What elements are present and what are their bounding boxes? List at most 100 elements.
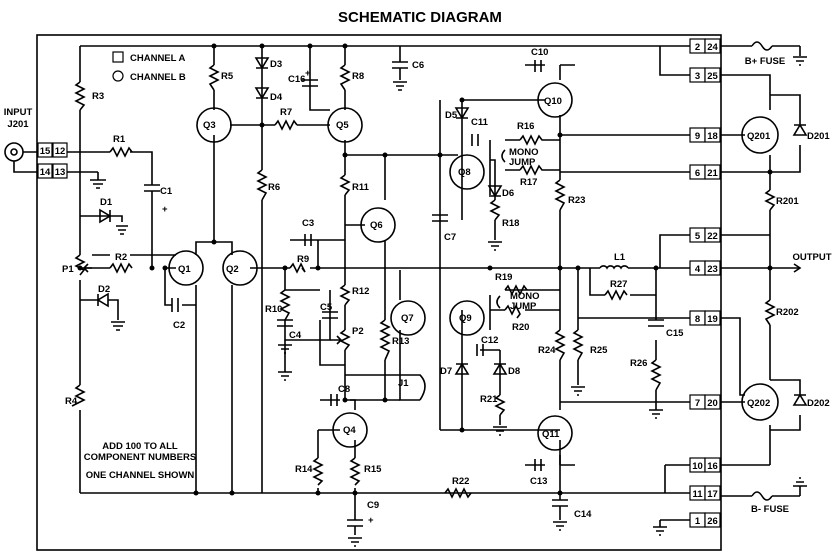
label-p2: P2 — [352, 326, 364, 337]
r25-resistor — [572, 329, 584, 361]
d2-diode-icon — [96, 292, 109, 308]
label-d3: D3 — [270, 59, 282, 70]
page-title: SCHEMATIC DIAGRAM — [338, 9, 502, 26]
label-c9-plus: + — [368, 515, 374, 526]
c6-capacitor — [392, 46, 408, 80]
note-line-2: COMPONENT NUMBERS — [84, 452, 196, 463]
input-terminal-1a: 15 — [40, 146, 51, 157]
terminal-5-a: 5 — [695, 231, 701, 242]
input-terminals: 15 12 14 13 — [37, 142, 68, 179]
terminal-4-b: 21 — [707, 168, 718, 179]
r11-resistor — [339, 174, 351, 196]
label-c6: C6 — [412, 60, 424, 71]
label-q11: Q11 — [542, 429, 560, 440]
terminal-7-a: 8 — [695, 314, 700, 325]
r13-resistor — [379, 319, 391, 361]
label-d7: D7 — [440, 366, 452, 377]
c4-capacitor — [277, 319, 293, 327]
terminal-box — [704, 164, 721, 180]
label-r25: R25 — [590, 345, 608, 356]
d7-diode-icon — [454, 362, 470, 375]
q7-transistor-icon — [390, 300, 426, 336]
input-jack-icon — [4, 142, 38, 173]
label-r8: R8 — [352, 71, 364, 82]
q4-transistor-icon — [332, 412, 368, 448]
r19-resistor — [504, 284, 528, 296]
label-r6: R6 — [268, 182, 280, 193]
label-c7: C7 — [444, 232, 456, 243]
capacitors — [144, 46, 664, 535]
terminal-10-b: 17 — [707, 489, 718, 500]
label-c12: C12 — [481, 335, 498, 346]
r18-resistor — [489, 199, 501, 221]
terminal-10-a: 11 — [692, 489, 703, 500]
c10-capacitor — [534, 60, 542, 72]
label-d202: D202 — [807, 398, 830, 409]
c1-capacitor — [144, 184, 160, 205]
terminal-7-b: 19 — [707, 314, 718, 325]
r201-resistor — [764, 189, 776, 211]
r20-resistor — [504, 304, 521, 319]
label-r16: R16 — [517, 121, 534, 132]
label-r19: R19 — [495, 272, 512, 283]
channel-a-square-icon — [112, 51, 124, 63]
label-q201: Q201 — [747, 131, 771, 142]
terminal-4-a: 6 — [695, 168, 700, 179]
label-r4: R4 — [65, 396, 78, 407]
r27-resistor — [604, 289, 628, 301]
label-r7: R7 — [280, 107, 292, 118]
label-r12: R12 — [352, 286, 369, 297]
label-q6: Q6 — [370, 220, 383, 231]
bminus-fuse-icon — [721, 491, 800, 501]
label-j1: J1 — [398, 378, 409, 389]
terminal-box — [704, 310, 721, 326]
note-line-1: ADD 100 TO ALL — [102, 441, 178, 452]
terminal-box — [704, 485, 721, 501]
input-jack-label: J201 — [7, 119, 29, 130]
q5-transistor-icon — [327, 107, 363, 143]
r23-resistor — [554, 179, 566, 211]
terminal-8-a: 7 — [695, 398, 700, 409]
q10-transistor-icon — [537, 82, 573, 118]
terminal-box — [704, 394, 721, 410]
terminal-box — [704, 512, 721, 528]
ground-symbols — [90, 56, 807, 547]
label-r23: R23 — [568, 195, 585, 206]
c5-capacitor — [322, 311, 338, 319]
r8-resistor — [339, 64, 351, 91]
q201-transistor-icon — [741, 116, 779, 154]
d6-diode-icon — [487, 185, 503, 198]
label-mono-jump-3: MONO — [510, 291, 540, 302]
label-c5: C5 — [320, 302, 333, 313]
r24-resistor — [554, 329, 566, 361]
c7-capacitor — [432, 214, 448, 222]
label-c1-plus: + — [162, 204, 168, 215]
note-line-3: ONE CHANNEL SHOWN — [86, 470, 195, 481]
label-q10: Q10 — [544, 96, 562, 107]
terminal-9-b: 16 — [707, 461, 718, 472]
label-r21: R21 — [480, 394, 498, 405]
label-d5: D5 — [445, 110, 458, 121]
label-r201: R201 — [776, 196, 799, 207]
bplus-fuse-label: B+ FUSE — [745, 56, 785, 67]
l1-inductor-icon — [599, 265, 629, 270]
r26-resistor — [650, 359, 662, 391]
terminal-5-b: 22 — [707, 231, 718, 242]
label-r27: R27 — [610, 279, 627, 290]
label-r17: R17 — [520, 177, 537, 188]
wiring — [60, 45, 801, 521]
d8-diode-icon — [492, 362, 508, 375]
label-d4: D4 — [270, 92, 283, 103]
label-mono-jump-2: JUMP — [509, 157, 536, 168]
channel-b-circle-icon — [112, 70, 124, 82]
label-q2: Q2 — [226, 264, 239, 275]
c3-capacitor — [304, 234, 312, 246]
label-r202: R202 — [776, 307, 799, 318]
bplus-fuse-icon — [721, 41, 800, 51]
q11-transistor-icon — [537, 415, 573, 451]
c15-capacitor — [648, 319, 664, 327]
r2-resistor — [109, 262, 133, 274]
label-c16-plus: + — [305, 68, 311, 79]
label-r9: R9 — [297, 254, 309, 265]
